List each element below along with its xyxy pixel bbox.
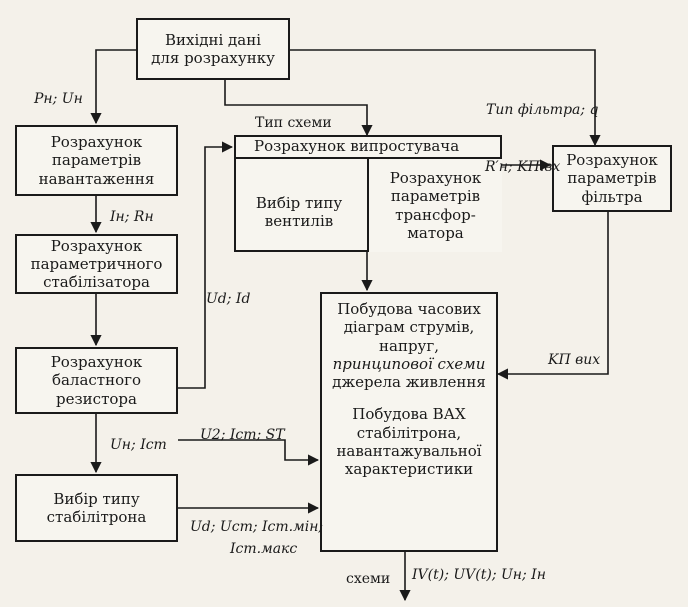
arrow-input-to-filter	[290, 49, 601, 147]
label-scheme-type: Тип схеми	[255, 115, 332, 131]
block-diagrams-text-2: принципової схеми	[332, 354, 486, 373]
label-k-out: KП вих	[548, 352, 601, 368]
block-filter-params: Розрахунок параметрів фільтра	[552, 145, 672, 212]
label-ist-max: Iст.макс	[230, 541, 298, 557]
block-ballast-resistor: Розрахунок баластного резистора	[15, 347, 178, 414]
block-vax-text: Побудова ВАХ стабілітрона, навантажуваль…	[336, 405, 482, 479]
arrow-input-to-load	[90, 49, 136, 125]
block-diagrams-text-1: Побудова часових діаграм струмів, напруг…	[337, 300, 481, 355]
label-ud-id: Ud; Id	[206, 291, 251, 307]
label-schemes: схеми	[346, 571, 391, 587]
arrow-u2-to-diagrams	[178, 439, 320, 466]
block-diagrams-text-3: джерела живлення	[332, 373, 486, 392]
arrow-input-to-rectifier	[224, 80, 373, 137]
block-zener-type: Вибір типу стабілітрона	[15, 474, 178, 542]
block-rectifier-title: Розрахунок випростувача	[236, 137, 500, 159]
label-i-r: Iн; Rн	[110, 209, 154, 225]
label-p-u: Pн; Uн	[34, 91, 83, 107]
block-transformer-params: Розрахунок параметрів трансфор- матора	[367, 159, 502, 252]
arrow-filter-to-diagrams	[496, 212, 609, 380]
block-load-params: Розрахунок параметрів навантаження	[15, 125, 178, 196]
arrow-ud-id-to-rectifier	[178, 141, 234, 389]
block-input-data: Вихідні дані для розрахунку	[136, 18, 290, 80]
label-filter-type: Тип фільтра; q	[486, 102, 599, 118]
block-diagrams-vax: Побудова часових діаграм струмів, напруг…	[320, 292, 498, 552]
block-valve-type: Вибір типу вентилів	[255, 193, 343, 230]
label-u2-st: U2; Iст; ST	[200, 427, 285, 443]
label-r-k: R′н; KП.вх	[485, 159, 561, 175]
label-outputs: IV(t); UV(t); Uн; Iн	[412, 567, 546, 583]
label-ud-ust: Ud; Uст; Iст.мін;	[190, 519, 324, 535]
label-u-i-st: Uн; Iст	[110, 437, 167, 453]
block-param-stabilizer: Розрахунок параметричного стабілізатора	[15, 234, 178, 294]
